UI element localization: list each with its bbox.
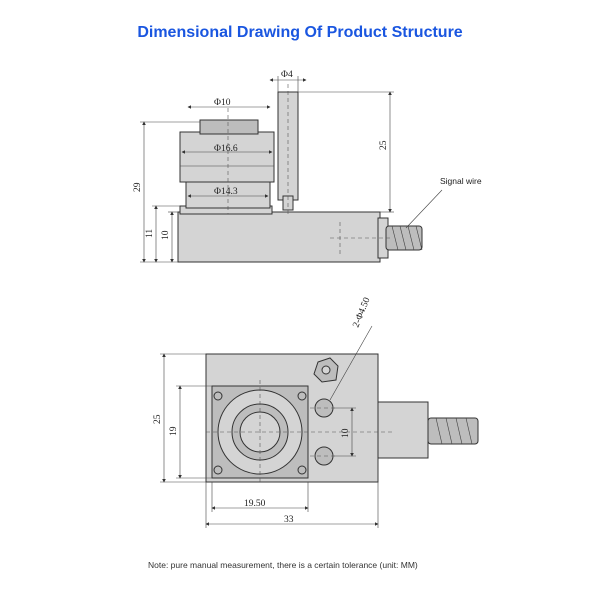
side-base-block bbox=[177, 211, 381, 263]
side-top-cap bbox=[199, 119, 259, 135]
dim-phi4: Φ4 bbox=[281, 70, 293, 80]
footnote: Note: pure manual measurement, there is … bbox=[148, 560, 418, 570]
dim-phi14-3: Φ14.3 bbox=[214, 187, 238, 197]
dim-2-phi4-50: 2-Φ4.50 bbox=[352, 296, 373, 329]
dim-10-top: 10 bbox=[341, 428, 351, 438]
drawing-title: Dimensional Drawing Of Product Structure bbox=[137, 24, 463, 41]
top-connector bbox=[377, 401, 429, 459]
dim-19-50: 19.50 bbox=[244, 499, 266, 509]
dim-25-side: 25 bbox=[379, 140, 389, 150]
dim-phi16-6: Φ16.6 bbox=[214, 144, 238, 154]
dim-33: 33 bbox=[284, 515, 294, 525]
dim-29: 29 bbox=[133, 182, 143, 192]
dim-phi10: Φ10 bbox=[214, 98, 231, 108]
side-middle-cylinder bbox=[179, 131, 275, 183]
dim-25-top: 25 bbox=[153, 414, 163, 424]
side-view: Φ4 Φ10 Φ16.6 Φ14.3 25 29 11 10 Signal wi… bbox=[133, 70, 482, 263]
top-thread bbox=[427, 417, 479, 445]
dim-19: 19 bbox=[169, 426, 179, 436]
dim-10-side: 10 bbox=[161, 230, 171, 240]
top-view: 2-Φ4.50 10 25 19 19.50 33 bbox=[153, 296, 479, 528]
dim-11: 11 bbox=[145, 229, 155, 238]
signal-wire-label: Signal wire bbox=[440, 176, 482, 186]
